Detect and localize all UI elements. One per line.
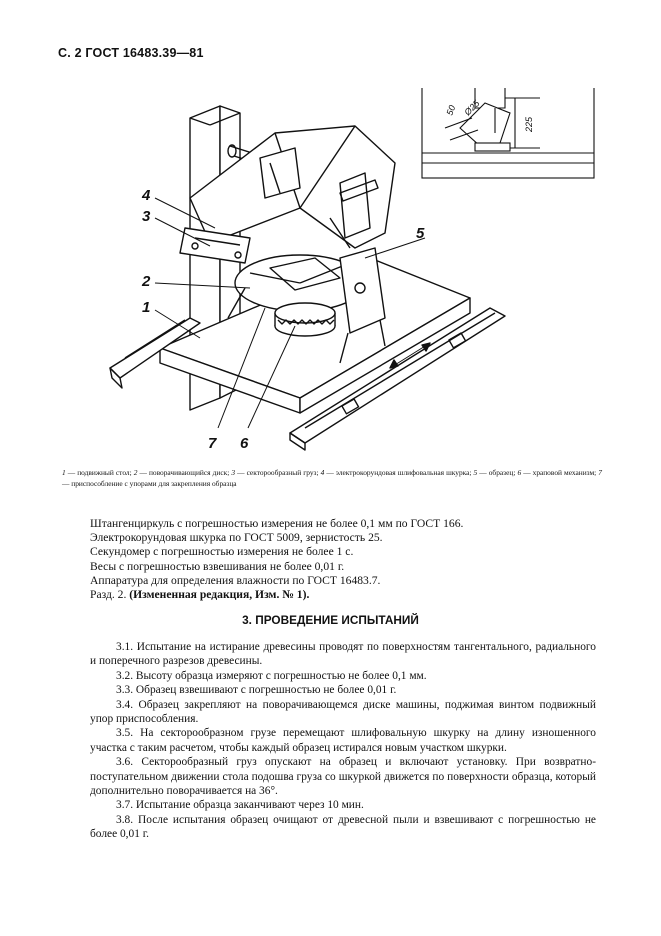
figure-caption: 1 — подвижный стол; 2 — поворачивающийся… [62,468,602,488]
equipment-list: Штангенциркуль с погрешностью измерения … [90,517,610,602]
figure-label-5: 5 [416,225,425,242]
inset-detail [421,88,595,179]
figure-label-1: 1 [142,299,150,316]
paragraph: 3.5. На секторообразном грузе перемещают… [90,727,596,754]
right-rail [289,307,506,451]
inset-dim-225: 225 [524,116,534,133]
page-header: С. 2 ГОСТ 16483.39—81 [58,46,204,60]
paragraph: 3.8. После испытания образец очищают от … [90,813,596,841]
figure-label-6: 6 [240,435,249,452]
sector-weight-housing [189,125,396,249]
left-rail [109,317,201,389]
rotating-disk [234,254,366,312]
paragraph: 3.2. Высоту образца измеряют с погрешнос… [116,669,427,682]
paragraph: 3.6. Секторообразный груз опускают на об… [90,756,596,798]
equipment-item: Аппаратура для определения влажности по … [90,573,381,587]
paragraph: 3.4. Образец закрепляют на поворачивающе… [90,698,596,726]
ratchet-mechanism [274,302,336,337]
paragraph: 3.3. Образец взвешивают с погрешностью н… [116,684,397,697]
clamp-fixture [227,247,386,364]
figure-label-2: 2 [141,273,151,290]
equipment-item: Секундомер с погрешностью измерения не б… [90,545,354,559]
revision-note: Разд. 2. (Измененная редакция, Изм. № 1)… [90,588,310,602]
equipment-item: Штангенциркуль с погрешностью измерения … [90,517,464,530]
paragraph: 3.7. Испытание образца заканчивают через… [116,799,364,812]
figure-label-7: 7 [208,435,217,452]
paragraph: 3.1. Испытание на истирание древесины пр… [90,641,596,668]
inset-dim-50: 50 [444,104,457,117]
sandpaper-block [179,227,251,264]
equipment-item: Электрокорундовая шкурка по ГОСТ 5009, з… [90,531,383,545]
figure-label-3: 3 [142,208,151,225]
figure-label-4: 4 [141,187,151,204]
abrasion-machine-figure: 4 3 2 1 5 7 6 50 Ø25 225 [109,88,595,452]
section-body: 3.1. Испытание на истирание древесины пр… [90,640,596,842]
equipment-item: Весы с погрешностью взвешивания не более… [90,559,345,573]
section-title: 3. ПРОВЕДЕНИЕ ИСПЫТАНИЙ [242,613,419,627]
